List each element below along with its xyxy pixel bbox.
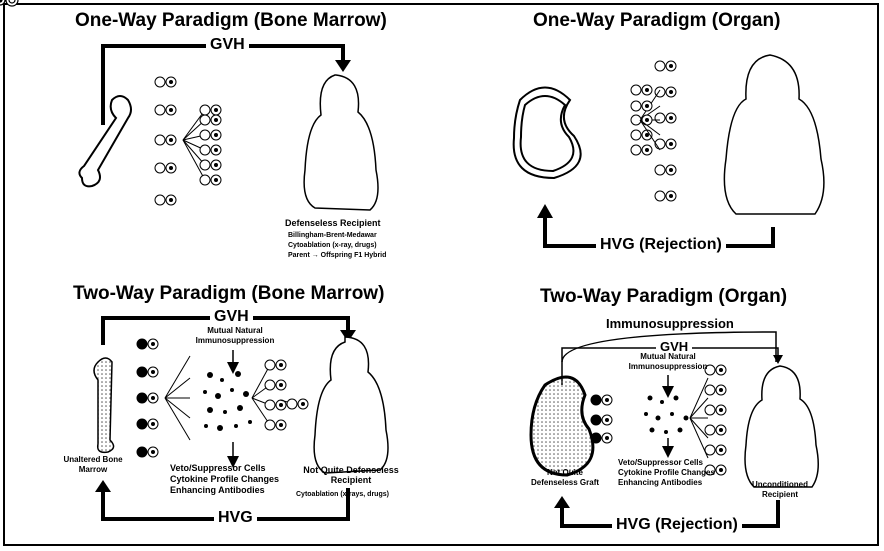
br-mutual-label: Mutual Natural Immunosuppression	[622, 352, 714, 372]
br-recipient-label: Unconditioned Recipient	[740, 480, 820, 500]
cell	[200, 115, 221, 125]
bl-mech-1: Veto/Suppressor Cells	[170, 463, 266, 473]
tl-recipient-body	[304, 75, 378, 210]
cell	[631, 130, 652, 140]
cell-branch	[165, 398, 190, 440]
cell-branch	[165, 398, 190, 418]
cell	[631, 101, 652, 111]
tl-note-3: Parent → Offspring F1 Hybrid	[288, 251, 386, 260]
cell	[705, 445, 726, 455]
br-mixed-cells	[644, 396, 689, 435]
br-graft-label: Not Quite Defenseless Graft	[530, 468, 600, 488]
tr-hvg-label: HVG (Rejection)	[596, 236, 726, 254]
bl-graft-label: Unaltered Bone Marrow	[56, 455, 130, 475]
cell	[265, 380, 286, 390]
cell	[155, 195, 176, 205]
tl-gvh-arrow	[103, 46, 343, 125]
cell	[631, 85, 652, 95]
cell	[655, 113, 676, 123]
bl-mutual-label: Mutual Natural Immunosuppression	[190, 326, 280, 346]
br-mech-1: Veto/Suppressor Cells	[618, 458, 703, 468]
cell	[591, 433, 612, 443]
cell	[287, 399, 308, 409]
cell	[155, 105, 176, 115]
bl-title: Two-Way Paradigm (Bone Marrow)	[73, 283, 384, 305]
tl-gvh-arrowhead	[335, 60, 351, 72]
br-hvg-arrowhead	[554, 496, 570, 508]
tl-bone	[79, 96, 131, 186]
tl-recipient-label: Defenseless Recipient	[285, 218, 381, 228]
br-mech-2: Cytokine Profile Changes	[618, 468, 715, 478]
tl-cell-column	[0, 0, 18, 6]
cell	[155, 77, 176, 87]
bl-bone	[94, 358, 114, 452]
cell	[265, 400, 286, 410]
cell	[631, 115, 652, 125]
cell	[655, 61, 676, 71]
cell	[591, 415, 612, 425]
tl-note-1: Billingham-Brent-Medawar	[288, 231, 377, 240]
tl-note-2: Cytoablation (x-ray, drugs)	[288, 241, 377, 250]
cell-branch	[690, 418, 708, 458]
tl-gvh-label: GVH	[206, 36, 249, 54]
bl-recipient-body	[314, 337, 388, 473]
cell	[200, 160, 221, 170]
tr-hvg-arrowhead	[537, 204, 553, 218]
cell	[265, 360, 286, 370]
cell	[155, 163, 176, 173]
cell-branch	[165, 356, 190, 398]
bl-mixed-cells	[203, 371, 252, 431]
br-gvh-arrowhead	[773, 355, 783, 364]
cell	[631, 145, 652, 155]
tr-recipient-body	[724, 55, 824, 214]
cell	[200, 105, 221, 115]
cell	[705, 405, 726, 415]
cell	[155, 135, 176, 145]
cell	[137, 419, 158, 429]
cell	[705, 385, 726, 395]
bl-hvg-label: HVG	[214, 509, 257, 527]
cell	[137, 393, 158, 403]
cell	[265, 420, 286, 430]
cell-branch	[165, 378, 190, 398]
cell	[137, 339, 158, 349]
br-mech-3: Enhancing Antibodies	[618, 478, 702, 488]
cell	[200, 145, 221, 155]
bl-mech-3: Enhancing Antibodies	[170, 485, 265, 495]
br-hvg-label: HVG (Rejection)	[612, 516, 742, 534]
cell	[705, 425, 726, 435]
cell	[200, 175, 221, 185]
bl-recipient-label: Not Quite Defenseless Recipient	[296, 465, 406, 485]
tl-title: One-Way Paradigm (Bone Marrow)	[75, 10, 387, 32]
cell	[655, 191, 676, 201]
bl-gvh-label: GVH	[210, 308, 253, 326]
br-kidney-graft	[531, 377, 593, 475]
cell	[655, 165, 676, 175]
tr-kidney	[514, 88, 581, 179]
cell	[591, 395, 612, 405]
br-recipient-body	[745, 366, 818, 487]
br-immuno-label: Immunosuppression	[602, 316, 738, 331]
cell	[200, 130, 221, 140]
bl-mech-2: Cytokine Profile Changes	[170, 474, 279, 484]
cell	[137, 367, 158, 377]
br-title: Two-Way Paradigm (Organ)	[540, 286, 787, 308]
bl-recipient-note: Cytoablation (x-rays, drugs)	[296, 490, 389, 499]
tr-title: One-Way Paradigm (Organ)	[533, 10, 780, 32]
bl-hvg-arrowhead	[95, 480, 111, 492]
cell	[137, 447, 158, 457]
